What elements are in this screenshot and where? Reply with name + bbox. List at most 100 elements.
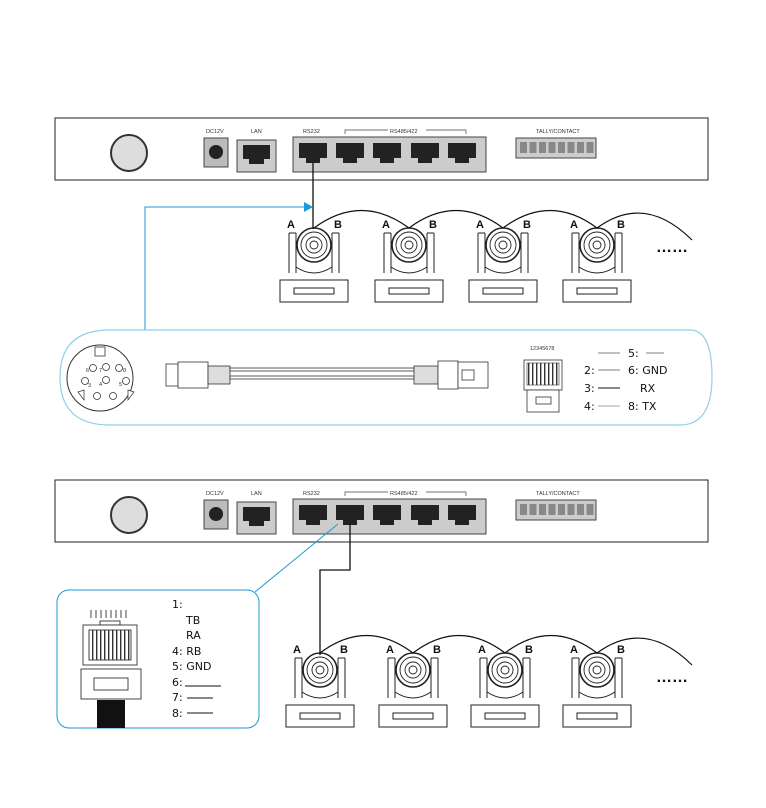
- din-pin-label: 8: [123, 368, 126, 374]
- terminal-pin: [587, 504, 594, 515]
- terminal-pin: [520, 142, 527, 153]
- terminal-pin: [530, 504, 537, 515]
- pin-8-label: 8: TX: [628, 400, 657, 413]
- camera-base-slot: [389, 288, 429, 294]
- pin-6-label: 6: GND: [628, 364, 667, 377]
- terminal-pin: [587, 142, 594, 153]
- ptz-camera: AB: [379, 644, 447, 727]
- pin-7-label: 7:: [172, 691, 183, 704]
- controller-back-panel-rs232: DC12V LAN RS232 RS485/422 TALLY/CONTACT: [55, 118, 708, 180]
- camera-lens-icon: [501, 666, 509, 674]
- rs232-cable-detail-bubble: 6 7 8 3 4 5 12345678: [60, 330, 712, 425]
- terminal-pin: [520, 504, 527, 515]
- dc12v-label: DC12V: [206, 129, 224, 135]
- pin-2-label: TB: [185, 614, 200, 627]
- camera-base-curve: [579, 692, 615, 698]
- pin-8-label: 8:: [172, 707, 183, 720]
- port-b-label: B: [340, 644, 348, 656]
- camera-base-slot: [485, 713, 525, 719]
- power-knob-icon: [111, 497, 147, 533]
- pin-7-label: RX: [640, 382, 656, 395]
- lan-label: LAN: [251, 129, 262, 135]
- tally-contact-label: TALLY/CONTACT: [536, 491, 580, 497]
- dc-jack-hole: [209, 145, 223, 159]
- pin-3-label: 3:: [584, 382, 595, 395]
- camera-base-curve: [296, 267, 332, 273]
- lan-label: LAN: [251, 491, 262, 497]
- callout-line-rs232: [145, 207, 306, 330]
- pin-5-label: 5:: [628, 347, 639, 360]
- camera-base-curve: [391, 267, 427, 273]
- rs485-pinout-bubble: 1: TB RA 4: RB 5: GND 6: 7: 8:: [57, 590, 259, 728]
- terminal-pin: [577, 504, 584, 515]
- port-b-label: B: [617, 644, 625, 656]
- terminal-pin: [558, 504, 565, 515]
- rs485-label: RS485/422: [390, 129, 418, 135]
- camera-lens-icon: [409, 666, 417, 674]
- ptz-camera: AB: [471, 644, 539, 727]
- terminal-pin: [577, 142, 584, 153]
- camera-base-slot: [294, 288, 334, 294]
- pin-6-label: 6:: [172, 676, 183, 689]
- camera-lens-icon: [405, 241, 413, 249]
- rs232-label: RS232: [303, 129, 320, 135]
- camera-base-slot: [483, 288, 523, 294]
- port-a-label: A: [386, 644, 394, 656]
- rs485-cable: [320, 524, 350, 655]
- pin-4-label: 4:: [584, 400, 595, 413]
- mini-din-connector-icon: 6 7 8 3 4 5: [67, 345, 134, 411]
- din-pin-label: 7: [99, 368, 102, 374]
- pin-5-label: 5: GND: [172, 660, 211, 673]
- port-b-label: B: [617, 219, 625, 231]
- camera-base-curve: [302, 692, 338, 698]
- din-pin-label: 3: [88, 383, 91, 389]
- port-b-label: B: [429, 219, 437, 231]
- pin-2-label: 2:: [584, 364, 595, 377]
- camera-base-slot: [577, 288, 617, 294]
- power-knob-icon: [111, 135, 147, 171]
- tally-contact-label: TALLY/CONTACT: [536, 129, 580, 135]
- din-pin-label: 4: [99, 382, 102, 388]
- dc-jack-hole: [209, 507, 223, 521]
- port-a-label: A: [293, 644, 301, 656]
- more-cameras-ellipsis: ……: [656, 239, 688, 256]
- port-b-label: B: [433, 644, 441, 656]
- port-b-label: B: [523, 219, 531, 231]
- terminal-pin: [549, 504, 556, 515]
- rs232-label: RS232: [303, 491, 320, 497]
- more-cameras-ellipsis: ……: [656, 669, 688, 686]
- arrow-icon: [304, 202, 313, 212]
- camera-base-slot: [577, 713, 617, 719]
- camera-lens-icon: [593, 666, 601, 674]
- port-b-label: B: [334, 219, 342, 231]
- camera-lens-icon: [310, 241, 318, 249]
- terminal-pin: [558, 142, 565, 153]
- port-a-label: A: [382, 219, 390, 231]
- din-pin-label: 5: [119, 382, 122, 388]
- camera-lens-icon: [316, 666, 324, 674]
- din-pin-label: 6: [86, 368, 89, 374]
- ptz-camera: AB: [280, 219, 348, 302]
- pin-1-label: 1:: [172, 598, 183, 611]
- camera-base-slot: [393, 713, 433, 719]
- camera-lens-icon: [499, 241, 507, 249]
- terminal-pin: [530, 142, 537, 153]
- camera-base-curve: [485, 267, 521, 273]
- camera-base-curve: [395, 692, 431, 698]
- pin-3-label: RA: [186, 629, 201, 642]
- port-b-label: B: [525, 644, 533, 656]
- camera-base-curve: [579, 267, 615, 273]
- terminal-pin: [568, 504, 575, 515]
- port-a-label: A: [478, 644, 486, 656]
- port-a-label: A: [476, 219, 484, 231]
- port-a-label: A: [570, 219, 578, 231]
